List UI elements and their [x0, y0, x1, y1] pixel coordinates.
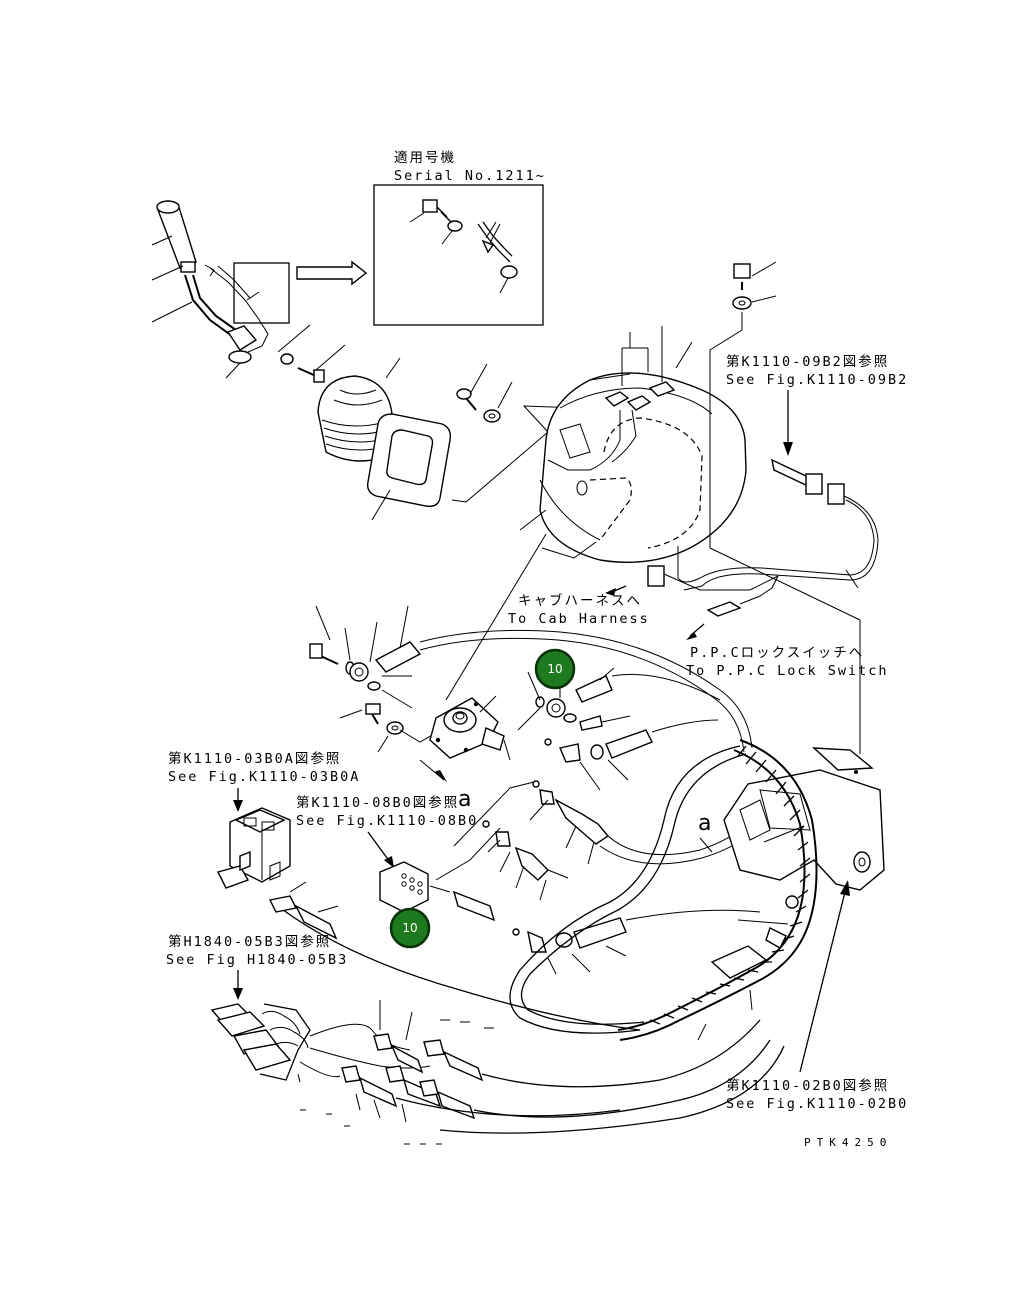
fittings-cluster-mid-icon — [544, 719, 719, 791]
ref-arrow-down-icon — [783, 390, 793, 456]
lever-washer-icon — [277, 324, 311, 365]
fittings-cluster-lower-icon — [529, 780, 769, 865]
leader-line — [699, 837, 713, 853]
lower-hose-fittings-icon — [300, 1000, 785, 1145]
inset-clip-icon — [477, 221, 518, 294]
ref-cab-harness-jp: キャブハーネスへ — [518, 592, 642, 609]
long-hose-icon — [269, 745, 747, 1034]
inset-washer-icon — [447, 220, 463, 232]
ref-ppc-lock-en: To P.P.C Lock Switch — [686, 663, 889, 679]
spiral-harness-icon — [617, 739, 818, 1041]
inset-bolt-icon — [409, 199, 452, 223]
fittings-cluster-upper-icon — [517, 667, 721, 731]
ref-ppc-lock-jp: P.P.Cロックスイッチへ — [690, 645, 864, 661]
callout-badge-label: 10 — [402, 921, 417, 935]
boot-plate-icon — [366, 413, 452, 521]
top-right-washer-icon — [709, 295, 861, 621]
main-valve-bracket-icon — [723, 620, 885, 909]
inset-title-en: Serial No.1211~ — [394, 168, 546, 184]
ref-k1110-09b2-en: See Fig.K1110-09B2 — [726, 372, 908, 388]
ref-h1840-05b3-arrow-icon — [233, 970, 243, 1000]
ref-h1840-05b3-jp: 第H1840-05B3図参照 — [168, 933, 331, 950]
ref-k1110-08b0-en: See Fig.K1110-08B0 — [296, 813, 478, 829]
ppc-valve-icon — [429, 695, 511, 761]
lever-switch-wire-icon — [204, 262, 290, 353]
hose-lower-center-icon — [512, 909, 761, 975]
drawing-code: PTK4250 — [804, 1136, 892, 1149]
console-washer-icon — [483, 381, 513, 423]
console-box-icon — [519, 326, 747, 563]
inset-title-jp: 適用号機 — [394, 149, 456, 166]
callout-badge: 10 — [534, 648, 576, 690]
ref-k1110-03b0a-arrow-icon — [233, 788, 243, 812]
bolt-washer-center-left-icon — [339, 703, 435, 753]
ppc-lock-connector-icon — [686, 575, 779, 640]
ref-k1110-08b0-arrow-icon — [367, 831, 394, 868]
lever-bolt-icon — [297, 344, 346, 383]
ref-cab-harness-en: To Cab Harness — [508, 611, 650, 627]
fittings-cluster-left-icon — [453, 781, 569, 901]
ref-k1110-02b0-en: See Fig.K1110-02B0 — [726, 1096, 908, 1112]
connector-block-icon — [379, 827, 501, 922]
ref-k1110-02b0-arrow-icon — [799, 880, 850, 1073]
top-right-bolt-icon — [733, 261, 777, 290]
lever-knob-icon — [151, 200, 258, 379]
cab-harness-connector-icon — [605, 565, 779, 596]
leader-line — [419, 759, 445, 781]
callout-badge-label: 10 — [547, 662, 562, 676]
solenoid-block-icon — [216, 807, 291, 889]
callout-badge: 10 — [389, 907, 431, 949]
ref-h1840-05b3-en: See Fig H1840-05B3 — [166, 952, 348, 968]
leader-line — [445, 533, 547, 701]
ref-k1110-09b2-jp: 第K1110-09B2図参照 — [726, 353, 889, 370]
inset-pointer-arrow-icon — [296, 260, 368, 286]
console-bolt-icon — [456, 363, 488, 411]
hose-fittings-upper-icon — [309, 605, 753, 753]
control-valve-spools-icon — [210, 1003, 431, 1083]
ref-k1110-03b0a-en: See Fig.K1110-03B0A — [168, 769, 360, 785]
right-connector-icon — [677, 458, 879, 591]
ref-k1110-03b0a-jp: 第K1110-03B0A図参照 — [168, 750, 341, 767]
hose-left-lower-icon — [268, 881, 339, 940]
marker-a-right: a — [698, 811, 711, 836]
inset-box: 適用号機 Serial No.1211~ — [373, 149, 546, 326]
ref-k1110-08b0-jp: 第K1110-08B0図参照 — [296, 794, 459, 811]
ref-k1110-02b0-jp: 第K1110-02B0図参照 — [726, 1077, 889, 1094]
arrow-icon — [434, 770, 447, 782]
marker-a-left: a — [458, 787, 471, 812]
